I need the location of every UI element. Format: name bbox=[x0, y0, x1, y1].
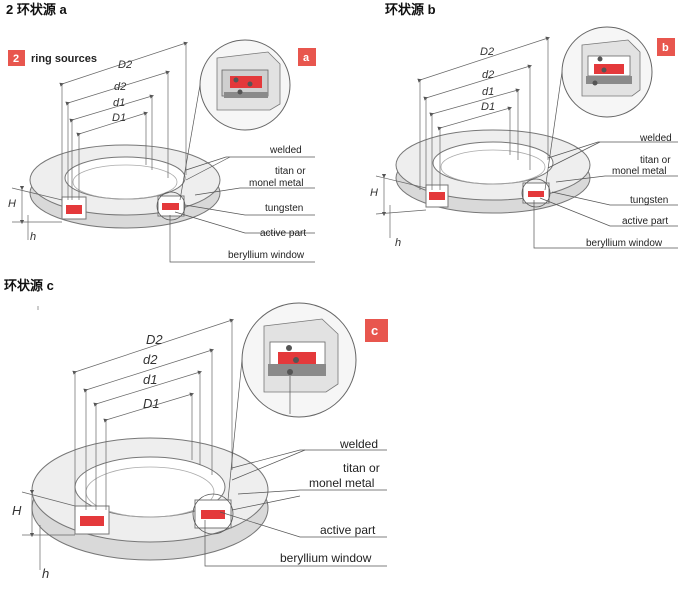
dim-b-h: h bbox=[395, 237, 401, 249]
active-part-a-left bbox=[66, 205, 82, 214]
dim-c-D2: D2 bbox=[146, 332, 163, 347]
panel-b: 环状源 b bbox=[370, 2, 678, 249]
inset-a bbox=[179, 39, 291, 201]
heading-a: 2 环状源 a bbox=[6, 2, 67, 17]
badge-a-text: a bbox=[303, 52, 310, 64]
dim-a-D2: D2 bbox=[118, 59, 132, 71]
label-a-titan-2: monel metal bbox=[249, 178, 303, 189]
label-b-tungsten: tungsten bbox=[630, 195, 668, 206]
ring-c bbox=[31, 437, 269, 561]
active-part-c-left bbox=[80, 516, 104, 526]
dimensions-c bbox=[21, 318, 234, 570]
dimensions-a bbox=[11, 41, 188, 240]
ring-sources-number-badge bbox=[8, 50, 25, 66]
label-b-titan-1: titan or bbox=[640, 155, 671, 166]
label-a-titan-1: titan or bbox=[275, 166, 306, 177]
dim-c-H: H bbox=[12, 503, 22, 518]
callouts-a bbox=[169, 156, 315, 263]
panel-c: 环状源 c bbox=[4, 278, 388, 581]
label-a-tungsten: tungsten bbox=[265, 203, 303, 214]
dim-b-D2: D2 bbox=[480, 46, 494, 58]
inset-c bbox=[227, 302, 357, 501]
heading-b: 环状源 b bbox=[385, 2, 436, 17]
dim-c-d2: d2 bbox=[143, 352, 158, 367]
active-part-b-left bbox=[429, 192, 445, 200]
dim-b-H: H bbox=[370, 187, 378, 199]
dim-b-D1: D1 bbox=[481, 101, 495, 113]
label-b-active-part: active part bbox=[622, 216, 668, 227]
label-b-titan-2: monel metal bbox=[612, 166, 666, 177]
label-c-welded: welded bbox=[339, 437, 378, 451]
badge-b-text: b bbox=[662, 42, 669, 54]
callouts-b bbox=[533, 141, 678, 249]
label-b-welded: welded bbox=[639, 133, 672, 144]
label-c-titan-1: titan or bbox=[343, 461, 380, 475]
ring-b bbox=[395, 129, 591, 214]
dim-a-H: H bbox=[8, 198, 16, 210]
active-part-b-right bbox=[528, 191, 544, 197]
dim-a-d1: d1 bbox=[113, 97, 125, 109]
dim-a-D1: D1 bbox=[112, 112, 126, 124]
active-part-a-right bbox=[162, 203, 179, 210]
heading-c: 环状源 c bbox=[4, 278, 54, 293]
ring-sources-label: ring sources bbox=[31, 53, 97, 65]
ring-sources-number: 2 bbox=[13, 53, 19, 65]
dim-b-d1: d1 bbox=[482, 86, 494, 98]
dim-a-h: h bbox=[30, 231, 36, 243]
badge-c bbox=[365, 319, 388, 342]
dim-a-d2: d2 bbox=[114, 81, 126, 93]
inset-b bbox=[544, 26, 653, 191]
dim-c-D1: D1 bbox=[143, 396, 160, 411]
dimensions-b bbox=[375, 36, 550, 238]
dim-b-d2: d2 bbox=[482, 69, 494, 81]
badge-a bbox=[298, 48, 316, 66]
label-c-active-part: active part bbox=[320, 523, 376, 537]
label-a-welded: welded bbox=[269, 145, 302, 156]
badge-c-text: c bbox=[371, 323, 378, 338]
label-c-titan-2: monel metal bbox=[309, 476, 374, 490]
panel-a: 2 环状源 a 2 ring sources bbox=[6, 2, 316, 263]
dim-c-h: h bbox=[42, 566, 49, 581]
label-a-beryllium-window: beryllium window bbox=[228, 250, 305, 261]
active-part-c-right bbox=[201, 510, 225, 519]
label-b-beryllium-window: beryllium window bbox=[586, 238, 663, 249]
label-a-active-part: active part bbox=[260, 228, 306, 239]
label-c-beryllium-window: beryllium window bbox=[280, 551, 372, 565]
ring-a bbox=[29, 144, 221, 229]
callouts-c bbox=[204, 449, 387, 567]
dim-c-d1: d1 bbox=[143, 372, 157, 387]
badge-b bbox=[657, 38, 675, 56]
